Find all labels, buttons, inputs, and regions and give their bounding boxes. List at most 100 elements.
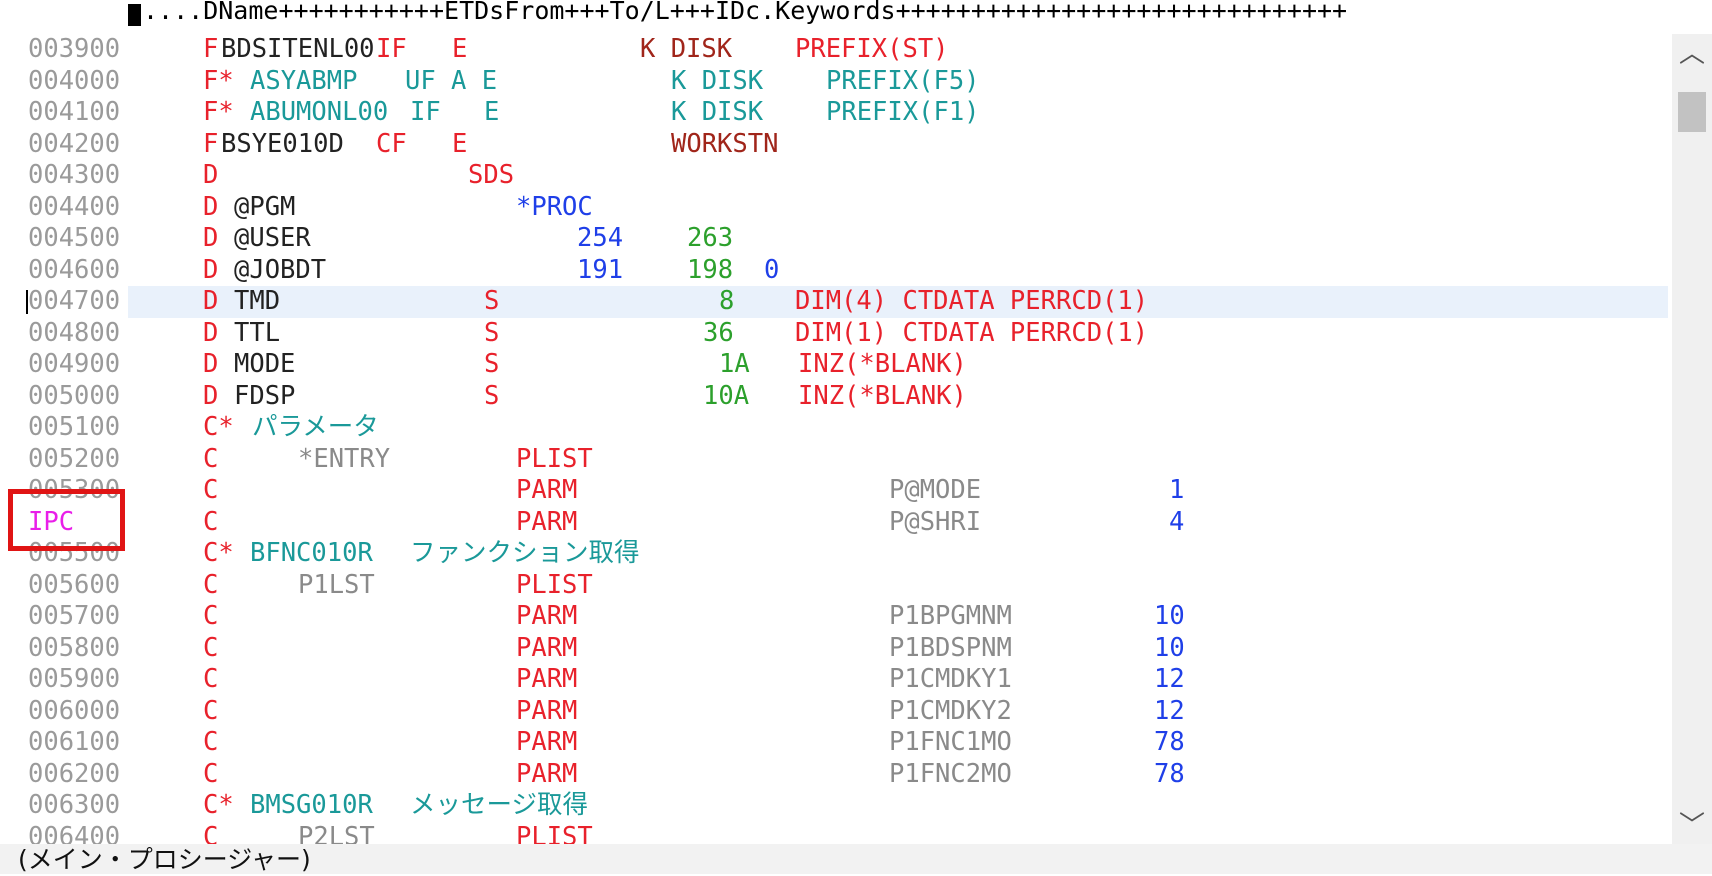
ruler-text: ....DName+++++++++++ETDsFrom+++To/L+++ID… xyxy=(143,0,1348,25)
line-number: 006000 xyxy=(28,695,121,726)
code-token: SDS xyxy=(468,160,515,190)
code-token: @USER xyxy=(234,223,311,253)
chevron-up-icon[interactable]: ︿ xyxy=(1678,39,1705,69)
code-token: PREFIX(F5) xyxy=(826,65,980,96)
code-token: @PGM xyxy=(234,191,296,222)
code-token: P2LST xyxy=(298,821,375,847)
code-token: F xyxy=(203,128,219,159)
code-token: PARM xyxy=(516,475,578,505)
line-number: 004800 xyxy=(28,317,121,348)
line-number: 004100 xyxy=(28,97,121,127)
code-token: 36 xyxy=(703,317,734,348)
code-token: 1A xyxy=(719,349,750,379)
code-token: C xyxy=(203,506,219,537)
code-token: D xyxy=(203,317,219,348)
code-token: D xyxy=(203,254,219,285)
code-token: PARM xyxy=(516,758,578,789)
code-token: MODE xyxy=(234,349,296,379)
code-token: C xyxy=(203,443,219,474)
code-token: C* xyxy=(203,790,234,820)
code-token: P1BDSPNM xyxy=(889,632,1012,663)
text-caret xyxy=(26,290,28,314)
code-token: P1CMDKY1 xyxy=(889,664,1012,694)
code-token: 0 xyxy=(764,254,780,285)
code-token: FDSP xyxy=(234,380,296,411)
line-number: IPC xyxy=(28,506,75,537)
code-token: F xyxy=(203,34,219,64)
line-number: 004000 xyxy=(28,65,121,96)
line-number: 004900 xyxy=(28,349,121,379)
code-token: S xyxy=(484,317,500,348)
code-token: PREFIX(ST) xyxy=(795,34,949,64)
code-token: C xyxy=(203,695,219,726)
code-token: 191 xyxy=(577,254,624,285)
line-number: 004300 xyxy=(28,160,121,190)
code-token: *PROC xyxy=(516,191,593,222)
code-token: E xyxy=(484,97,500,127)
code-token: 1 xyxy=(1169,475,1185,505)
line-number: 005200 xyxy=(28,443,121,474)
code-token: 254 xyxy=(577,223,624,253)
code-token: UF A E xyxy=(405,65,498,96)
code-token: D xyxy=(203,349,219,379)
code-token: 10 xyxy=(1154,632,1185,663)
line-number: 003900 xyxy=(28,34,121,64)
code-token: 10A xyxy=(703,380,750,411)
code-token: DIM(4) CTDATA PERRCD(1) xyxy=(795,286,1149,316)
line-number: 005900 xyxy=(28,664,121,694)
code-token: F* xyxy=(203,65,234,96)
vertical-scrollbar[interactable]: ︿ ﹀ xyxy=(1672,34,1712,846)
code-token: C xyxy=(203,569,219,600)
code-token: D xyxy=(203,286,219,316)
code-token: 8 xyxy=(719,286,735,316)
scroll-thumb[interactable] xyxy=(1678,92,1706,132)
status-bar: (メイン・プロシージャー) xyxy=(0,844,1712,874)
code-token: PARM xyxy=(516,601,578,631)
code-token: S xyxy=(484,380,500,411)
code-token: PARM xyxy=(516,506,578,537)
code-token: K DISK xyxy=(671,65,764,96)
code-token: 198 xyxy=(687,254,734,285)
status-text: (メイン・プロシージャー) xyxy=(18,845,311,874)
code-token: C* xyxy=(203,538,234,568)
code-token: ABUMONL00 xyxy=(250,97,389,127)
code-token: P1FNC2MO xyxy=(889,758,1012,789)
code-token: DIM(1) CTDATA PERRCD(1) xyxy=(795,317,1149,348)
line-number: 004200 xyxy=(28,128,121,159)
code-token: @JOBDT xyxy=(234,254,327,285)
chevron-down-icon[interactable]: ﹀ xyxy=(1678,811,1705,841)
line-number: 004500 xyxy=(28,223,121,253)
line-number: 005500 xyxy=(28,538,121,568)
code-token: BDSITENL00 xyxy=(221,34,375,64)
code-token: C xyxy=(203,758,219,789)
code-token: C* xyxy=(203,412,234,442)
code-token: 78 xyxy=(1154,758,1185,789)
